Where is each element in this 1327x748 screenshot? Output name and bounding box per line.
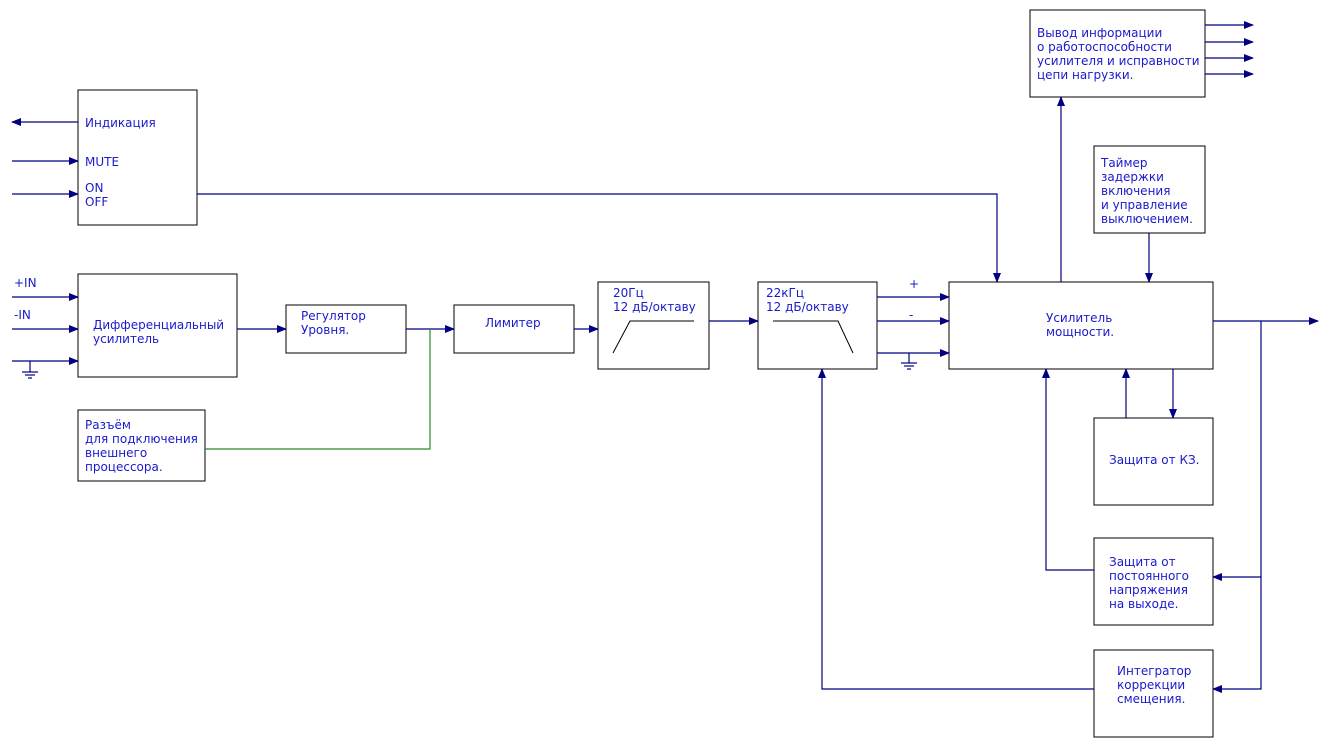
indication-label: Индикация (85, 116, 156, 130)
output-to-dc-protect-wire (1212, 321, 1262, 581)
integrator-label-2: коррекции (1117, 678, 1185, 692)
level-label-2: Уровня. (301, 323, 349, 337)
minus-in-label: -IN (14, 308, 31, 322)
integrator-box (1093, 649, 1214, 738)
limiter-label: Лимитер (485, 316, 541, 330)
hpf-label-2: 12 дБ/октаву (613, 300, 696, 314)
info-out-box (1029, 9, 1206, 98)
connector-label-2: для подключения (85, 432, 198, 446)
connector-box (77, 409, 206, 482)
integrator-to-lpf-wire (818, 368, 1094, 690)
connector-label-3: внешнего (85, 446, 147, 460)
on-label: ON (85, 181, 103, 195)
integrator-label-3: смещения. (1117, 692, 1185, 706)
info-out-label-1: Вывод информации (1037, 26, 1162, 40)
dc-protect-label-3: напряжения (1109, 583, 1188, 597)
highpass-curve (612, 320, 694, 354)
info-out-label-3: усилителя и исправности (1037, 54, 1200, 68)
timer-label-1: Таймер (1100, 156, 1148, 170)
info-out-label-2: о работоспособности (1037, 40, 1172, 54)
power-amp-label-1: Усилитель (1046, 311, 1112, 325)
timer-label-4: и управление (1101, 198, 1188, 212)
ground-symbol-input (22, 361, 38, 379)
plus-in-label: +IN (14, 276, 37, 290)
dc-protect-to-amp-wire (1042, 368, 1094, 571)
short-protect-label: Защита от КЗ. (1109, 453, 1199, 467)
timer-label-3: включения (1101, 184, 1170, 198)
info-out-label-4: цепи нагрузки. (1037, 68, 1133, 82)
short-protect-box (1093, 417, 1214, 506)
timer-box (1093, 145, 1206, 234)
connector-label-4: процессора. (85, 460, 163, 474)
lpf-label-1: 22кГц (766, 286, 804, 300)
dc-protect-label-1: Защита от (1109, 555, 1176, 569)
power-amp-label-2: мощности. (1046, 325, 1114, 339)
ground-symbol-amp (901, 353, 917, 370)
level-box (285, 304, 407, 354)
output-to-integrator-wire (1212, 577, 1262, 693)
amp-minus-label: - (909, 308, 913, 322)
timer-label-2: задержки (1101, 170, 1164, 184)
timer-label-5: выключением. (1101, 212, 1193, 226)
lpf-box (757, 281, 878, 370)
hpf-label-1: 20Гц (613, 286, 644, 300)
limiter-box (453, 304, 575, 354)
lpf-label-2: 12 дБ/октаву (766, 300, 849, 314)
dc-protect-box (1093, 537, 1214, 626)
indication-to-amp-wire (197, 193, 1001, 283)
diff-amp-label-2: усилитель (93, 332, 159, 346)
off-label: OFF (85, 195, 108, 209)
diff-amp-label-1: Дифференциальный (93, 318, 224, 332)
hpf-box (597, 281, 710, 370)
lowpass-curve (773, 320, 854, 354)
diff-amp-box (77, 273, 238, 378)
external-processor-link (205, 329, 431, 450)
indication-box (77, 89, 198, 226)
level-label-1: Регулятор (301, 309, 366, 323)
connector-label-1: Разъём (85, 418, 131, 432)
power-amp-box (948, 281, 1214, 370)
amp-plus-label: + (909, 277, 919, 291)
dc-protect-label-4: на выходе. (1109, 597, 1179, 611)
dc-protect-label-2: постоянного (1109, 569, 1189, 583)
mute-label: MUTE (85, 155, 119, 169)
integrator-label-1: Интегратор (1117, 664, 1191, 678)
